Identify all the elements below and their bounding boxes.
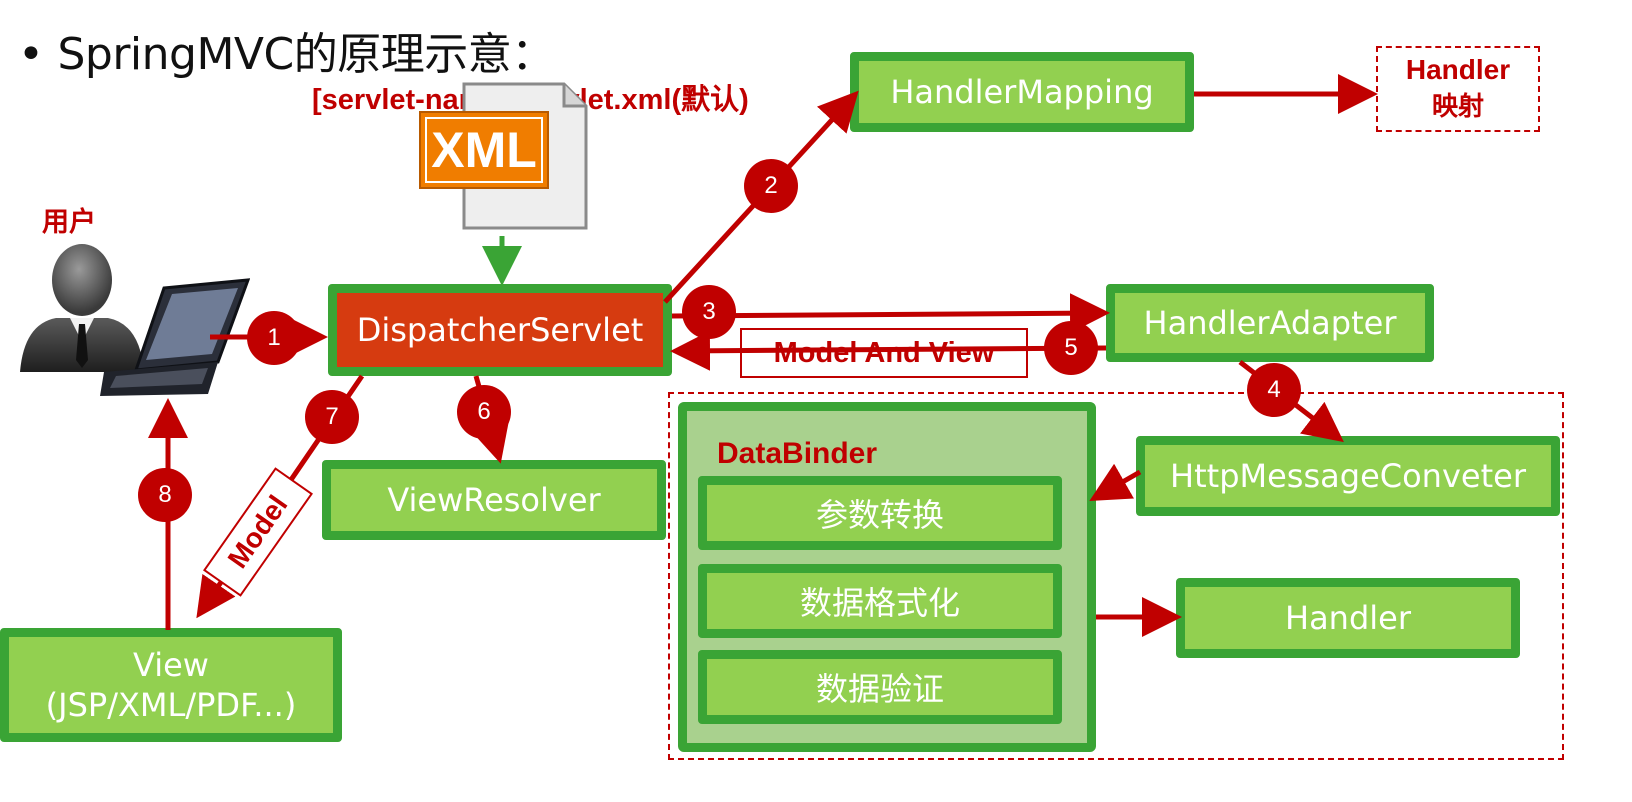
view-box: View (JSP/XML/PDF...) xyxy=(0,628,342,742)
xml-file-icon: XML xyxy=(418,80,590,232)
step-circle-8: 8 xyxy=(138,468,192,522)
step-circle-2: 2 xyxy=(744,159,798,213)
step-circle-7: 7 xyxy=(305,390,359,444)
handler-adapter-label: HandlerAdapter xyxy=(1143,304,1397,342)
step-circle-4: 4 xyxy=(1247,363,1301,417)
view-resolver-box: ViewResolver xyxy=(322,460,666,540)
handler-mapping-target-line2: 映射 xyxy=(1431,91,1484,121)
laptop-icon xyxy=(100,278,251,400)
arrow-converter-to-databinder xyxy=(1089,463,1142,501)
handler-label: Handler xyxy=(1285,599,1411,637)
user-icon xyxy=(16,232,256,402)
handler-adapter-box: HandlerAdapter xyxy=(1106,284,1434,362)
xml-icon-text: XML xyxy=(431,122,537,178)
view-label-line2: (JSP/XML/PDF...) xyxy=(45,686,297,724)
data-binder-item-validation-label: 数据验证 xyxy=(815,670,944,708)
data-binder-item-formatting-label: 数据格式化 xyxy=(799,584,960,622)
dispatcher-servlet-label: DispatcherServlet xyxy=(356,311,644,349)
data-processing-region xyxy=(668,392,1564,760)
data-binder-item-conversion-label: 参数转换 xyxy=(815,496,944,534)
arrow-step-5 xyxy=(670,330,1107,371)
model-label-box xyxy=(203,467,313,597)
user-label: 用户 xyxy=(42,207,96,237)
step-circle-3: 3 xyxy=(682,285,736,339)
view-label-line1: View xyxy=(133,646,209,684)
handler-box: Handler xyxy=(1176,578,1520,658)
step-circle-5: 5 xyxy=(1044,321,1098,375)
view-resolver-label: ViewResolver xyxy=(387,481,601,519)
step-circle-1: 1 xyxy=(247,311,301,365)
data-binder-item-conversion: 参数转换 xyxy=(698,476,1062,550)
title-text: SpringMVC的原理示意： xyxy=(57,29,555,80)
page-title: • SpringMVC的原理示意： xyxy=(18,18,555,82)
data-binder-label: DataBinder xyxy=(717,437,878,470)
title-bullet: • xyxy=(18,29,44,80)
dispatcher-servlet-box: DispatcherServlet xyxy=(328,284,672,376)
handler-mapping-label: HandlerMapping xyxy=(890,73,1154,111)
http-message-converter-label: HttpMessageConveter xyxy=(1170,457,1526,495)
data-binder-item-validation: 数据验证 xyxy=(698,650,1062,724)
arrow-step-3 xyxy=(671,293,1110,334)
step-circle-6: 6 xyxy=(457,385,511,439)
http-message-converter-box: HttpMessageConveter xyxy=(1136,436,1560,516)
handler-mapping-target-line1: Handler xyxy=(1405,54,1511,85)
data-binder-item-formatting: 数据格式化 xyxy=(698,564,1062,638)
handler-mapping-target-box: Handler 映射 xyxy=(1376,46,1540,132)
